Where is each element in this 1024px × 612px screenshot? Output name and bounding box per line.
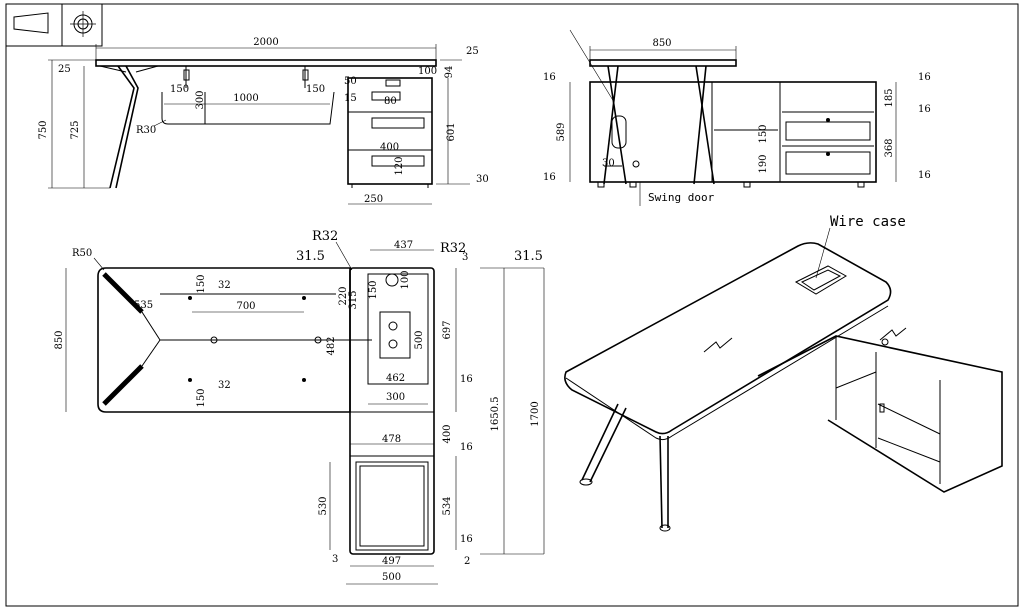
isometric-view: Wire case	[564, 214, 1003, 532]
dim-190-side: 190	[758, 154, 769, 173]
dim-250: 250	[364, 194, 383, 205]
dim-3-b: 3	[332, 554, 338, 565]
dim-1700: 1700	[530, 401, 541, 426]
crosshair-icon	[70, 11, 96, 37]
dim-r50: R50	[72, 248, 92, 259]
dim-150-plan-c: 150	[368, 280, 379, 299]
dim-r30: R30	[136, 125, 156, 136]
dim-462: 462	[386, 373, 405, 384]
sheet-border	[5, 3, 1019, 607]
dim-r32-b: R32	[440, 241, 466, 256]
dim-32-a: 32	[218, 280, 231, 291]
dim-482: 482	[326, 336, 337, 355]
dim-16-a: 16	[543, 72, 556, 83]
dim-850-plan: 850	[54, 330, 65, 349]
dim-368: 368	[884, 138, 895, 157]
dim-15: 15	[344, 93, 357, 104]
dim-30: 30	[476, 174, 489, 185]
dim-700: 700	[236, 301, 255, 312]
dim-16-b: 16	[543, 172, 556, 183]
dim-16-r3: 16	[918, 170, 931, 181]
side-view: 850 Swing door 16 589 16 30	[543, 29, 931, 206]
dim-r32-a: R32	[312, 229, 338, 244]
dim-30-side: 30	[602, 158, 615, 169]
dim-150-b: 150	[306, 84, 325, 95]
dim-601: 601	[446, 122, 457, 141]
dim-315: 315	[348, 290, 359, 309]
dim-2: 2	[464, 556, 470, 567]
dim-100: 100	[418, 66, 437, 77]
dim-534: 534	[442, 496, 453, 515]
dim-300-plan: 300	[386, 392, 405, 403]
dim-50: 50	[344, 76, 357, 87]
swing-door-label: Swing door	[648, 191, 715, 204]
dim-120: 120	[394, 156, 405, 175]
dim-400: 400	[380, 142, 399, 153]
dim-2000: 2000	[253, 37, 278, 48]
dim-185: 185	[884, 88, 895, 107]
dim-31-5-b: 31.5	[514, 249, 543, 264]
dim-589: 589	[556, 122, 567, 141]
dim-80: 80	[384, 96, 397, 107]
wire-case-label: Wire case	[830, 214, 906, 230]
front-view: 2000 750 725 25 25 150 150 300 1000 R30	[38, 37, 489, 205]
projection-symbol-box	[5, 3, 103, 47]
dim-25-left: 25	[58, 64, 71, 75]
first-angle-projection-icon	[13, 12, 49, 34]
dim-16-plan-a: 16	[460, 374, 473, 385]
dim-100-plan: 100	[400, 270, 411, 289]
dim-500-plan: 500	[414, 330, 425, 349]
dim-300: 300	[195, 90, 206, 109]
dim-16-plan-c: 16	[460, 534, 473, 545]
dim-530: 530	[318, 496, 329, 515]
dim-400-plan: 400	[442, 424, 453, 443]
dim-16-plan-b: 16	[460, 442, 473, 453]
dim-500-bottom: 500	[382, 572, 401, 583]
dim-150-side: 150	[758, 124, 769, 143]
dim-150-plan-b: 150	[196, 388, 207, 407]
dim-750: 750	[38, 120, 49, 139]
dim-94: 94	[444, 66, 455, 79]
dim-437: 437	[394, 240, 413, 251]
dim-497: 497	[382, 556, 401, 567]
dim-478: 478	[382, 434, 401, 445]
dim-1650-5: 1650.5	[490, 397, 501, 432]
dim-1000: 1000	[233, 93, 258, 104]
dim-850: 850	[652, 38, 671, 49]
dim-25-right: 25	[466, 46, 479, 57]
dim-150-plan-a: 150	[196, 274, 207, 293]
dim-725: 725	[70, 120, 81, 139]
plan-view: R50 850 535 32 150 700 32 150 R32 31.5 4…	[54, 229, 545, 585]
dim-16-r2: 16	[918, 104, 931, 115]
dim-31-5-a: 31.5	[296, 249, 325, 264]
dim-535: 535	[134, 300, 153, 311]
dim-697: 697	[442, 320, 453, 339]
dim-220: 220	[338, 286, 349, 305]
dim-3-a: 3	[462, 252, 468, 263]
dim-16-r1: 16	[918, 72, 931, 83]
dim-150-a: 150	[170, 84, 189, 95]
dim-32-b: 32	[218, 380, 231, 391]
